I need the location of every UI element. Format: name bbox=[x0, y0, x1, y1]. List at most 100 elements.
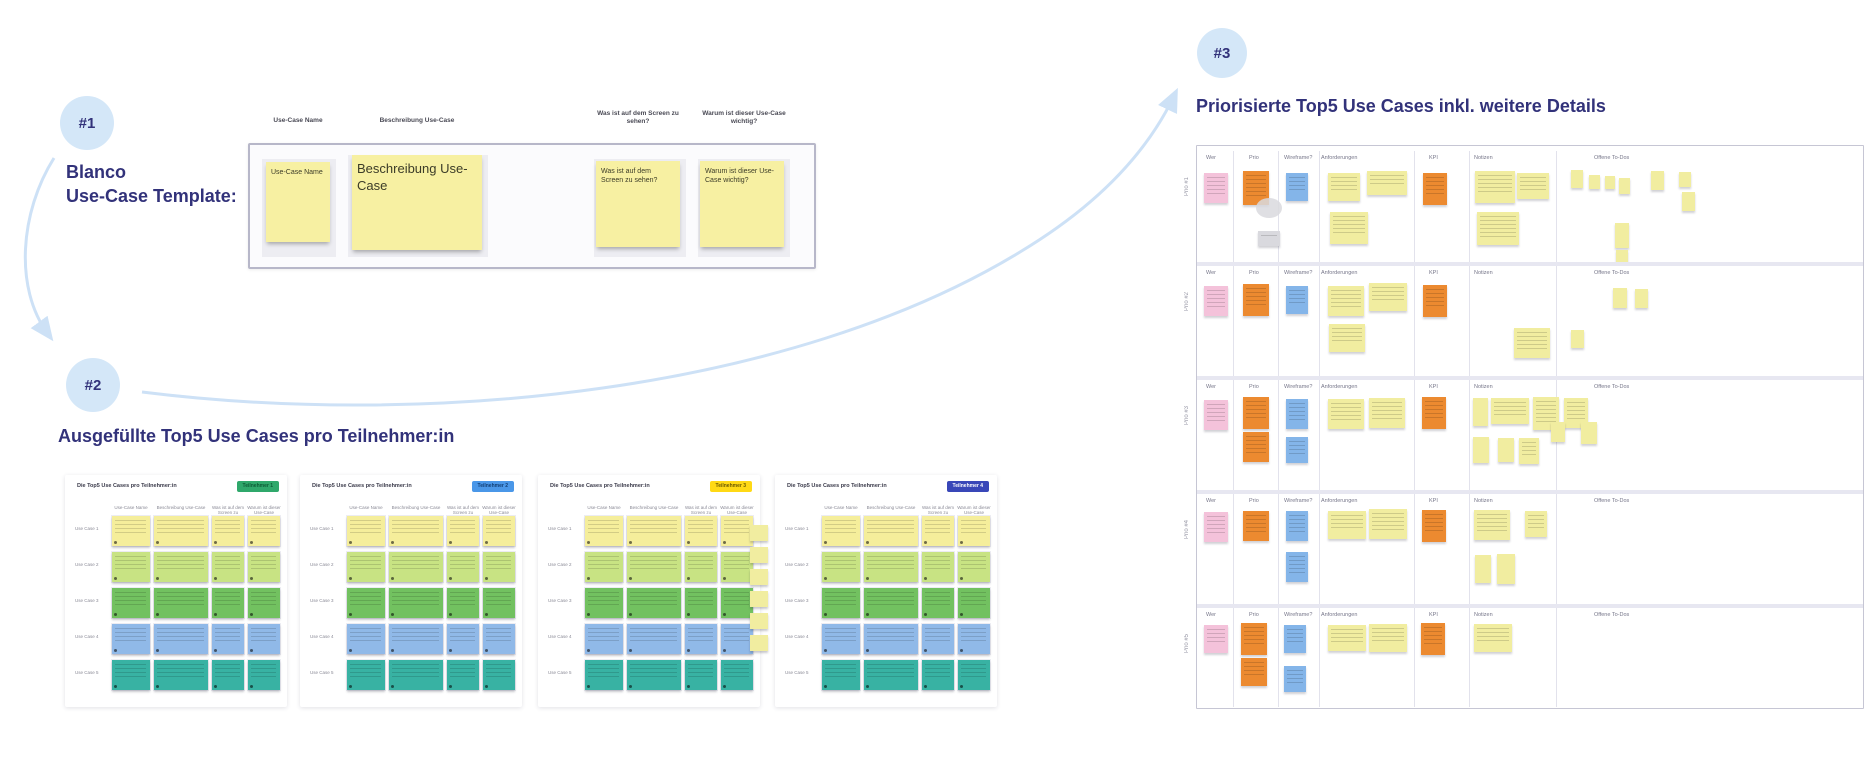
sticky-note[interactable] bbox=[112, 660, 150, 690]
sticky-note[interactable] bbox=[1243, 432, 1269, 462]
sticky-note[interactable] bbox=[1243, 511, 1269, 541]
sticky-note[interactable] bbox=[685, 552, 717, 582]
sticky-note[interactable] bbox=[685, 516, 717, 546]
sticky-note[interactable] bbox=[1423, 173, 1447, 205]
sticky-note[interactable] bbox=[1204, 625, 1228, 653]
sticky-note[interactable] bbox=[447, 588, 479, 618]
sticky-note[interactable] bbox=[1613, 288, 1627, 308]
sticky-note[interactable] bbox=[389, 588, 443, 618]
sticky-note[interactable] bbox=[1243, 397, 1269, 429]
sticky-note[interactable] bbox=[685, 660, 717, 690]
sticky-note[interactable] bbox=[248, 552, 280, 582]
sticky-note[interactable] bbox=[1679, 172, 1691, 187]
sticky-note[interactable] bbox=[154, 516, 208, 546]
sticky-note[interactable] bbox=[585, 552, 623, 582]
sticky-note[interactable] bbox=[958, 516, 990, 546]
sticky-note[interactable] bbox=[1497, 554, 1515, 584]
sticky-note[interactable] bbox=[1204, 400, 1228, 430]
sticky-note[interactable] bbox=[1286, 173, 1308, 201]
sticky-note[interactable] bbox=[212, 588, 244, 618]
sticky-note[interactable] bbox=[1369, 509, 1407, 539]
sticky-note[interactable] bbox=[447, 516, 479, 546]
sticky-note[interactable] bbox=[1284, 625, 1306, 653]
sticky-note[interactable] bbox=[389, 624, 443, 654]
sticky-note[interactable] bbox=[347, 624, 385, 654]
sticky-note[interactable] bbox=[248, 660, 280, 690]
sticky-note[interactable] bbox=[1243, 284, 1269, 316]
step1-circle[interactable]: #1 bbox=[60, 96, 114, 150]
sticky-note[interactable] bbox=[864, 660, 918, 690]
sticky-note[interactable] bbox=[1635, 289, 1648, 308]
sticky-note[interactable] bbox=[1241, 658, 1267, 686]
sticky-note[interactable] bbox=[1369, 283, 1407, 311]
sticky-note[interactable] bbox=[447, 552, 479, 582]
sticky-note[interactable] bbox=[1328, 511, 1366, 539]
extra-sticky-note[interactable] bbox=[750, 591, 768, 607]
sticky-note[interactable] bbox=[1616, 250, 1628, 263]
sticky-note[interactable] bbox=[389, 660, 443, 690]
sticky-note[interactable] bbox=[822, 516, 860, 546]
sticky-note[interactable] bbox=[447, 660, 479, 690]
sticky-note[interactable] bbox=[1369, 398, 1405, 428]
sticky-note[interactable] bbox=[585, 588, 623, 618]
template-sticky-note[interactable]: Beschreibung Use-Case bbox=[352, 155, 482, 250]
sticky-note[interactable] bbox=[483, 516, 515, 546]
sticky-note[interactable] bbox=[864, 516, 918, 546]
sticky-note[interactable] bbox=[1571, 330, 1584, 348]
sticky-note[interactable] bbox=[1477, 212, 1519, 245]
extra-sticky-note[interactable] bbox=[750, 613, 768, 629]
sticky-note[interactable] bbox=[112, 588, 150, 618]
sticky-note[interactable] bbox=[864, 552, 918, 582]
sticky-note[interactable] bbox=[1581, 422, 1597, 444]
sticky-note[interactable] bbox=[585, 660, 623, 690]
sticky-note[interactable] bbox=[1473, 398, 1488, 426]
sticky-note[interactable] bbox=[721, 660, 753, 690]
sticky-note[interactable] bbox=[1605, 176, 1615, 189]
participant-badge[interactable]: Teilnehmer 4 bbox=[946, 481, 989, 492]
sticky-note[interactable] bbox=[248, 516, 280, 546]
sticky-note[interactable] bbox=[1519, 438, 1539, 464]
sticky-note[interactable] bbox=[212, 516, 244, 546]
sticky-note[interactable] bbox=[1204, 173, 1228, 203]
sticky-note[interactable] bbox=[1328, 286, 1364, 316]
sticky-note[interactable] bbox=[1369, 624, 1407, 652]
sticky-note[interactable] bbox=[685, 588, 717, 618]
sticky-note[interactable] bbox=[721, 516, 753, 546]
sticky-note[interactable] bbox=[1498, 438, 1514, 462]
sticky-note[interactable] bbox=[248, 624, 280, 654]
template-sticky-note[interactable]: Use-Case Name bbox=[266, 162, 330, 242]
sticky-note[interactable] bbox=[1329, 324, 1365, 352]
sticky-note[interactable] bbox=[721, 588, 753, 618]
sticky-note[interactable] bbox=[1475, 171, 1515, 203]
sticky-note[interactable] bbox=[1286, 552, 1308, 582]
sticky-note[interactable] bbox=[447, 624, 479, 654]
sticky-note[interactable] bbox=[212, 660, 244, 690]
sticky-note[interactable] bbox=[389, 552, 443, 582]
sticky-note[interactable] bbox=[585, 516, 623, 546]
sticky-note[interactable] bbox=[154, 660, 208, 690]
sticky-note[interactable] bbox=[1619, 178, 1630, 194]
sticky-note[interactable] bbox=[922, 660, 954, 690]
sticky-note[interactable] bbox=[1328, 173, 1360, 201]
sticky-note[interactable] bbox=[1682, 192, 1695, 211]
sticky-note[interactable] bbox=[1551, 422, 1565, 442]
sticky-note[interactable] bbox=[1474, 624, 1512, 652]
extra-sticky-note[interactable] bbox=[750, 635, 768, 651]
sticky-note[interactable] bbox=[1286, 286, 1308, 314]
participant-badge[interactable]: Teilnehmer 1 bbox=[236, 481, 279, 492]
sticky-note[interactable] bbox=[1491, 398, 1529, 424]
sticky-note[interactable] bbox=[389, 516, 443, 546]
sticky-note[interactable] bbox=[627, 552, 681, 582]
sticky-note[interactable] bbox=[822, 552, 860, 582]
sticky-note[interactable] bbox=[347, 588, 385, 618]
sticky-note[interactable] bbox=[483, 552, 515, 582]
sticky-note[interactable] bbox=[1241, 623, 1267, 655]
sticky-note[interactable] bbox=[347, 516, 385, 546]
cloud-shape[interactable] bbox=[1258, 231, 1280, 246]
extra-sticky-note[interactable] bbox=[750, 547, 768, 563]
sticky-note[interactable] bbox=[822, 588, 860, 618]
sticky-note[interactable] bbox=[248, 588, 280, 618]
sticky-note[interactable] bbox=[922, 624, 954, 654]
